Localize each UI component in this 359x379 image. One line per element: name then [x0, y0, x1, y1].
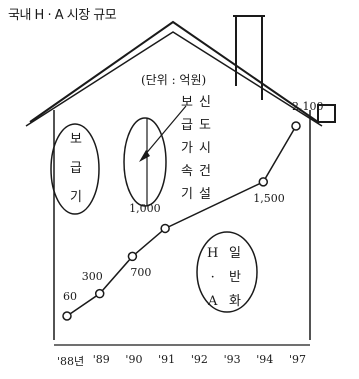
data-point: [258, 177, 269, 187]
stage-char: A: [207, 294, 218, 309]
stage-char: 설: [199, 187, 211, 202]
data-label: 1,500: [253, 191, 285, 205]
stage-general-text-2: 일 반 화: [229, 247, 241, 308]
stage-boom-ellipse: [123, 117, 167, 207]
tick-label: '89: [92, 353, 110, 366]
data-label: 1,000: [129, 202, 161, 216]
data-label: 2,100: [292, 100, 324, 113]
data-point: [291, 121, 301, 131]
tick-label: '88년: [57, 355, 85, 368]
stage-char: 도: [199, 118, 211, 133]
stage-diffusion-ellipse: [50, 123, 100, 215]
stage-general-text-1: H · A: [207, 247, 218, 308]
data-label: 60: [63, 290, 77, 303]
data-point: [94, 288, 105, 299]
series-line: [66, 125, 297, 317]
stage-char: 보: [70, 132, 82, 147]
tick-label: '92: [190, 353, 208, 366]
stage-char: 급: [70, 161, 82, 176]
stage-char: 기: [181, 187, 193, 202]
chart-line-series: [62, 121, 301, 321]
tick-label: '91: [158, 353, 176, 366]
tick-label: '97: [289, 353, 307, 366]
chart-title: 국내 H · A 시장 규모: [8, 8, 117, 23]
stage-char: 건: [199, 164, 211, 179]
tick-label: '94: [256, 353, 274, 366]
data-point: [160, 223, 170, 234]
data-point: [127, 251, 138, 262]
stage-boom-text-2: 신 도 시 건 설: [199, 96, 211, 201]
stage-diffusion-text: 보 급 기: [70, 133, 82, 204]
stage-char: 화: [229, 294, 241, 309]
stage-boom-text-1: 보 급 가 속 기: [181, 96, 193, 201]
stage-char: 일: [229, 246, 241, 261]
stage-char: H: [207, 246, 219, 261]
data-label: 300: [81, 269, 103, 283]
stage-char: 기: [70, 190, 82, 205]
data-point: [62, 311, 72, 321]
stage-char: 신: [199, 95, 211, 110]
stage-char: 반: [229, 270, 241, 285]
stage-char: ·: [210, 270, 215, 285]
tick-label: '90: [125, 353, 143, 366]
stage-char: 보: [181, 95, 193, 110]
tick-label: '93: [223, 353, 241, 366]
stage-char: 급: [181, 118, 193, 133]
stage-char: 시: [199, 141, 211, 156]
stage-char: 가: [181, 141, 193, 156]
stage-general-ellipse: [196, 231, 258, 313]
data-label: 700: [130, 266, 152, 280]
unit-note: (단위 : 억원): [141, 73, 207, 87]
stage-char: 속: [181, 164, 193, 179]
